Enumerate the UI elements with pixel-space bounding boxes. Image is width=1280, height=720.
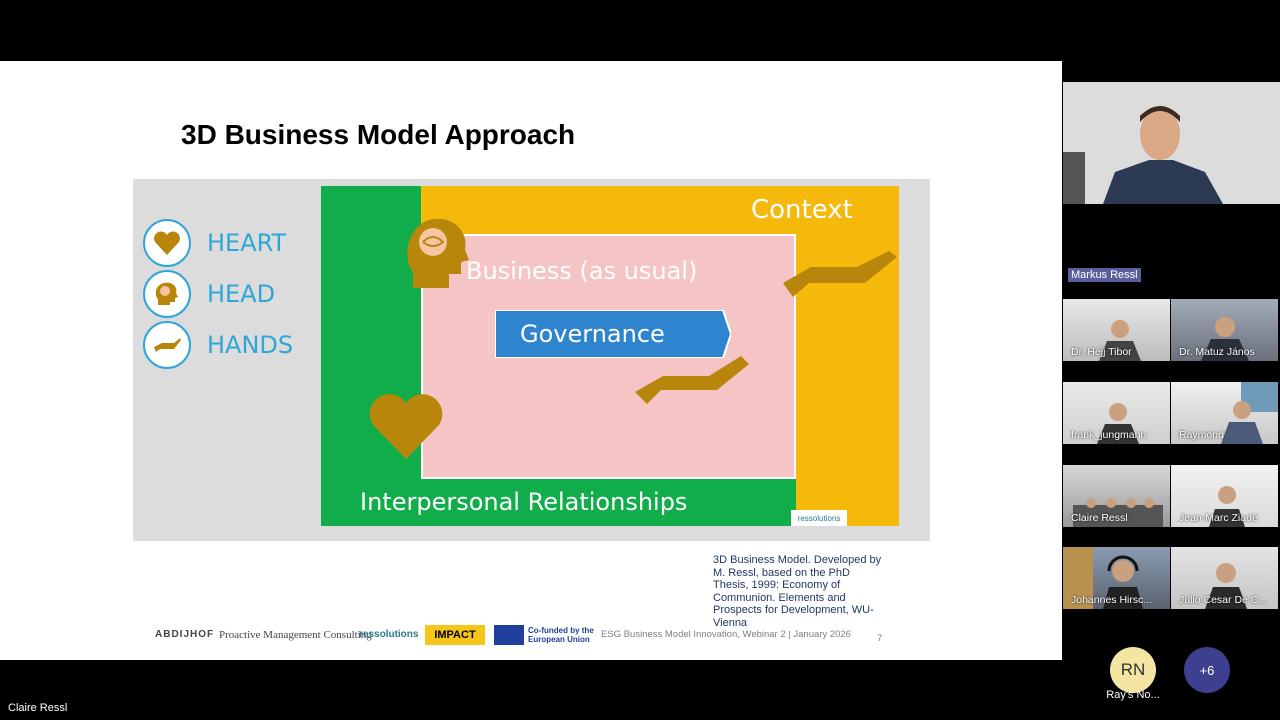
legend-head: HEAD bbox=[143, 270, 275, 318]
participant-tile[interactable]: Dr. Matuz János bbox=[1171, 299, 1278, 361]
relationships-box-bottom bbox=[321, 479, 796, 526]
participant-tile[interactable]: Raymond bbox=[1171, 382, 1278, 444]
business-label: Business (as usual) bbox=[466, 257, 698, 285]
figure-caption: 3D Business Model. Developed by M. Ressl… bbox=[713, 554, 882, 629]
abdijhof-logo: ABDIJHOF bbox=[155, 629, 215, 640]
participant-tile[interactable]: Jean-Marc Ziadé bbox=[1171, 465, 1278, 527]
slide-title: 3D Business Model Approach bbox=[181, 119, 576, 150]
hands-icon bbox=[143, 321, 191, 369]
participant-name: Julio Cesar De C... bbox=[1179, 594, 1268, 606]
head-icon bbox=[407, 218, 469, 288]
self-name-label: Claire Ressl bbox=[8, 702, 68, 714]
relationships-label: Interpersonal Relationships bbox=[360, 488, 688, 516]
participant-figure bbox=[1205, 563, 1247, 609]
speaker-name-tag: Markus Ressl bbox=[1068, 268, 1141, 282]
legend-label: HEAD bbox=[207, 280, 276, 308]
participant-tile[interactable]: Julio Cesar De C... bbox=[1171, 547, 1278, 609]
eu-cofunded-text: Co-funded by the European Union bbox=[528, 626, 594, 644]
hands-icon bbox=[635, 356, 749, 404]
participant-name: Claire Ressl bbox=[1071, 512, 1128, 524]
heart-icon bbox=[143, 219, 191, 267]
participant-name: Dr. Matuz János bbox=[1179, 346, 1255, 358]
context-label: Context bbox=[751, 195, 853, 225]
impact-logo: IMPACT bbox=[425, 625, 485, 645]
legend-label: HANDS bbox=[207, 331, 294, 359]
participant-figure bbox=[1221, 382, 1278, 444]
hands-icon bbox=[783, 251, 897, 297]
participant-figure bbox=[1201, 317, 1249, 361]
footer-text: ESG Business Model Innovation, Webinar 2… bbox=[601, 629, 851, 640]
legend-label: HEART bbox=[207, 229, 287, 257]
business-box bbox=[421, 234, 796, 479]
participant-tile[interactable]: frank_jungmann bbox=[1063, 382, 1170, 444]
participant-figure bbox=[1063, 547, 1143, 609]
page-number: 7 bbox=[877, 633, 883, 644]
participant-name: Raymond bbox=[1179, 429, 1224, 441]
participant-tile[interactable]: Claire Ressl bbox=[1063, 465, 1170, 527]
participant-name: frank_jungmann bbox=[1071, 429, 1147, 441]
shared-slide: 3D Business Model Approach HEART HEAD HA… bbox=[0, 61, 1062, 660]
more-participants-button[interactable]: +6 bbox=[1184, 647, 1230, 693]
participant-name: Jean-Marc Ziadé bbox=[1179, 512, 1258, 524]
governance-label: Governance bbox=[520, 320, 665, 348]
speaker-video[interactable] bbox=[1063, 82, 1280, 204]
slide-footer: ABDIJHOF Proactive Management Consulting… bbox=[155, 625, 915, 651]
avatar-name: Ray's No... bbox=[1106, 689, 1160, 701]
participant-figure bbox=[1099, 320, 1141, 361]
avatar[interactable]: RN bbox=[1110, 647, 1156, 693]
speaker-figure bbox=[1063, 82, 1280, 204]
participant-figure bbox=[1073, 498, 1163, 527]
legend-hands: HANDS bbox=[143, 321, 293, 369]
head-icon bbox=[143, 270, 191, 318]
eu-flag-icon bbox=[494, 625, 524, 645]
participant-name: Dr. Héjj Tibor bbox=[1071, 346, 1132, 358]
heart-icon bbox=[369, 394, 443, 459]
participant-name: Johannes Hirsc... bbox=[1071, 594, 1153, 606]
relationships-box-left bbox=[321, 186, 421, 526]
governance-arrow bbox=[495, 310, 731, 358]
legend-heart: HEART bbox=[143, 219, 286, 267]
ressolutions-footer-logo: ressolutions bbox=[359, 629, 419, 640]
proactive-logo: Proactive Management Consulting bbox=[219, 629, 372, 641]
ressolutions-logo: ressolutions bbox=[791, 510, 847, 526]
business-model-diagram: HEART HEAD HANDS Context Business (as us… bbox=[133, 179, 930, 541]
participant-tile[interactable]: Dr. Héjj Tibor bbox=[1063, 299, 1170, 361]
participant-figure bbox=[1097, 403, 1139, 444]
participant-figure bbox=[1209, 486, 1245, 527]
participant-tile[interactable]: Johannes Hirsc... bbox=[1063, 547, 1170, 609]
